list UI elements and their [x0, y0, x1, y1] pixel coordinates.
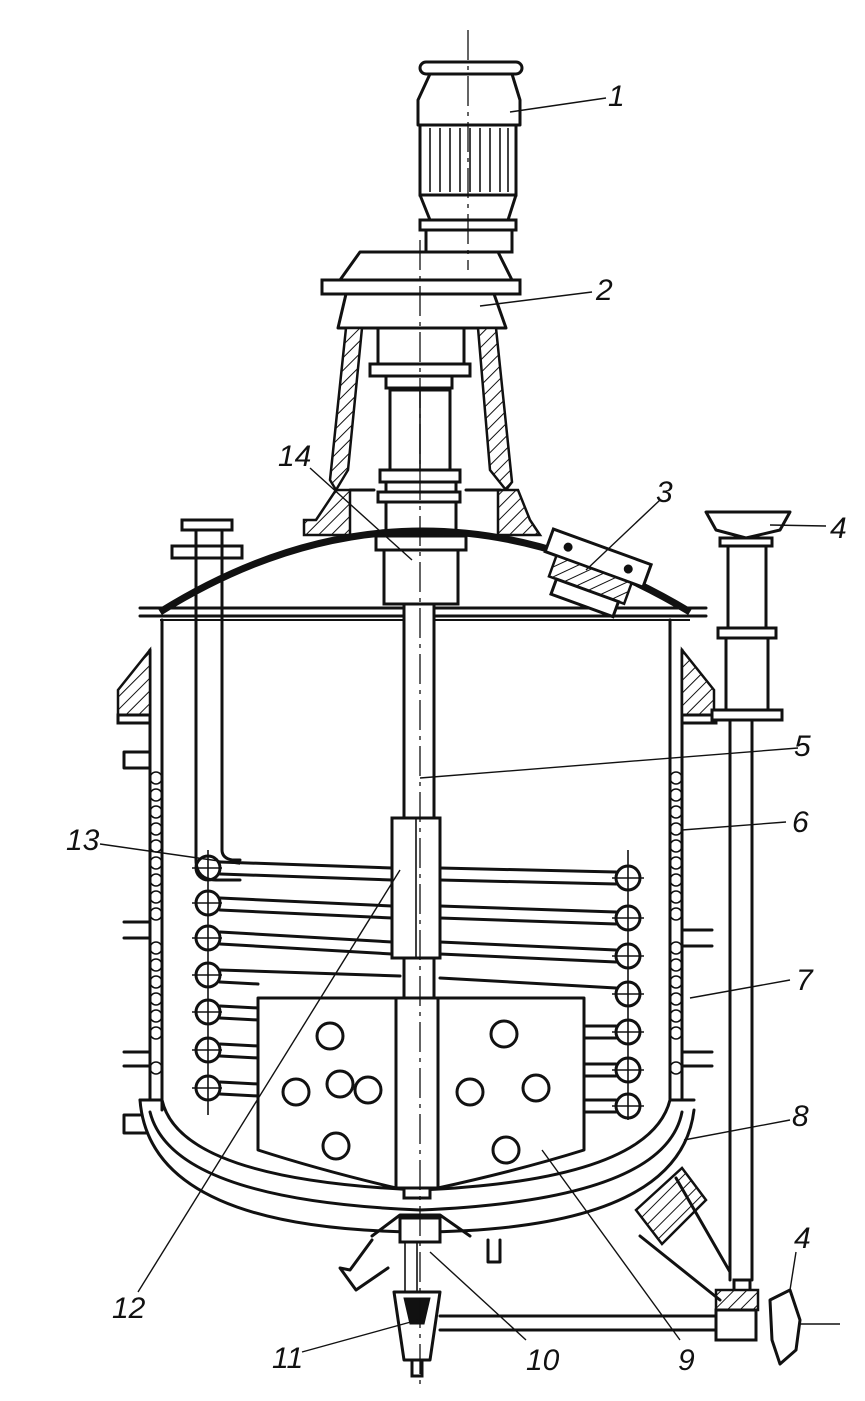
inlet-pipe	[170, 518, 244, 882]
bottom-valve	[392, 1242, 442, 1378]
callout-12: 12	[112, 1292, 146, 1325]
callout-7: 7	[796, 964, 814, 997]
valve-rod	[438, 510, 840, 1366]
agitator-shaft	[390, 602, 442, 1200]
callout-8: 8	[792, 1100, 809, 1133]
callout-10: 10	[526, 1344, 560, 1377]
internal-coil	[192, 850, 644, 1120]
callout-9: 9	[678, 1344, 695, 1377]
callout-2: 2	[595, 274, 613, 307]
callout-13: 13	[66, 824, 100, 857]
paddle-impeller	[256, 996, 586, 1190]
gear-reducer	[320, 250, 522, 330]
leader-lines	[99, 97, 827, 1353]
callout-4-bottom: 4	[794, 1222, 811, 1255]
callout-6: 6	[792, 806, 809, 839]
callout-5: 5	[794, 730, 811, 763]
callout-14: 14	[278, 440, 311, 473]
callout-1: 1	[608, 80, 625, 113]
callout-11: 11	[272, 1342, 303, 1375]
callout-3: 3	[656, 476, 673, 509]
shaft-seal	[374, 500, 468, 606]
vessel-shell	[116, 618, 718, 1292]
jacket-coils	[122, 750, 714, 1075]
electric-motor	[416, 60, 524, 254]
callout-4-top: 4	[830, 512, 847, 545]
